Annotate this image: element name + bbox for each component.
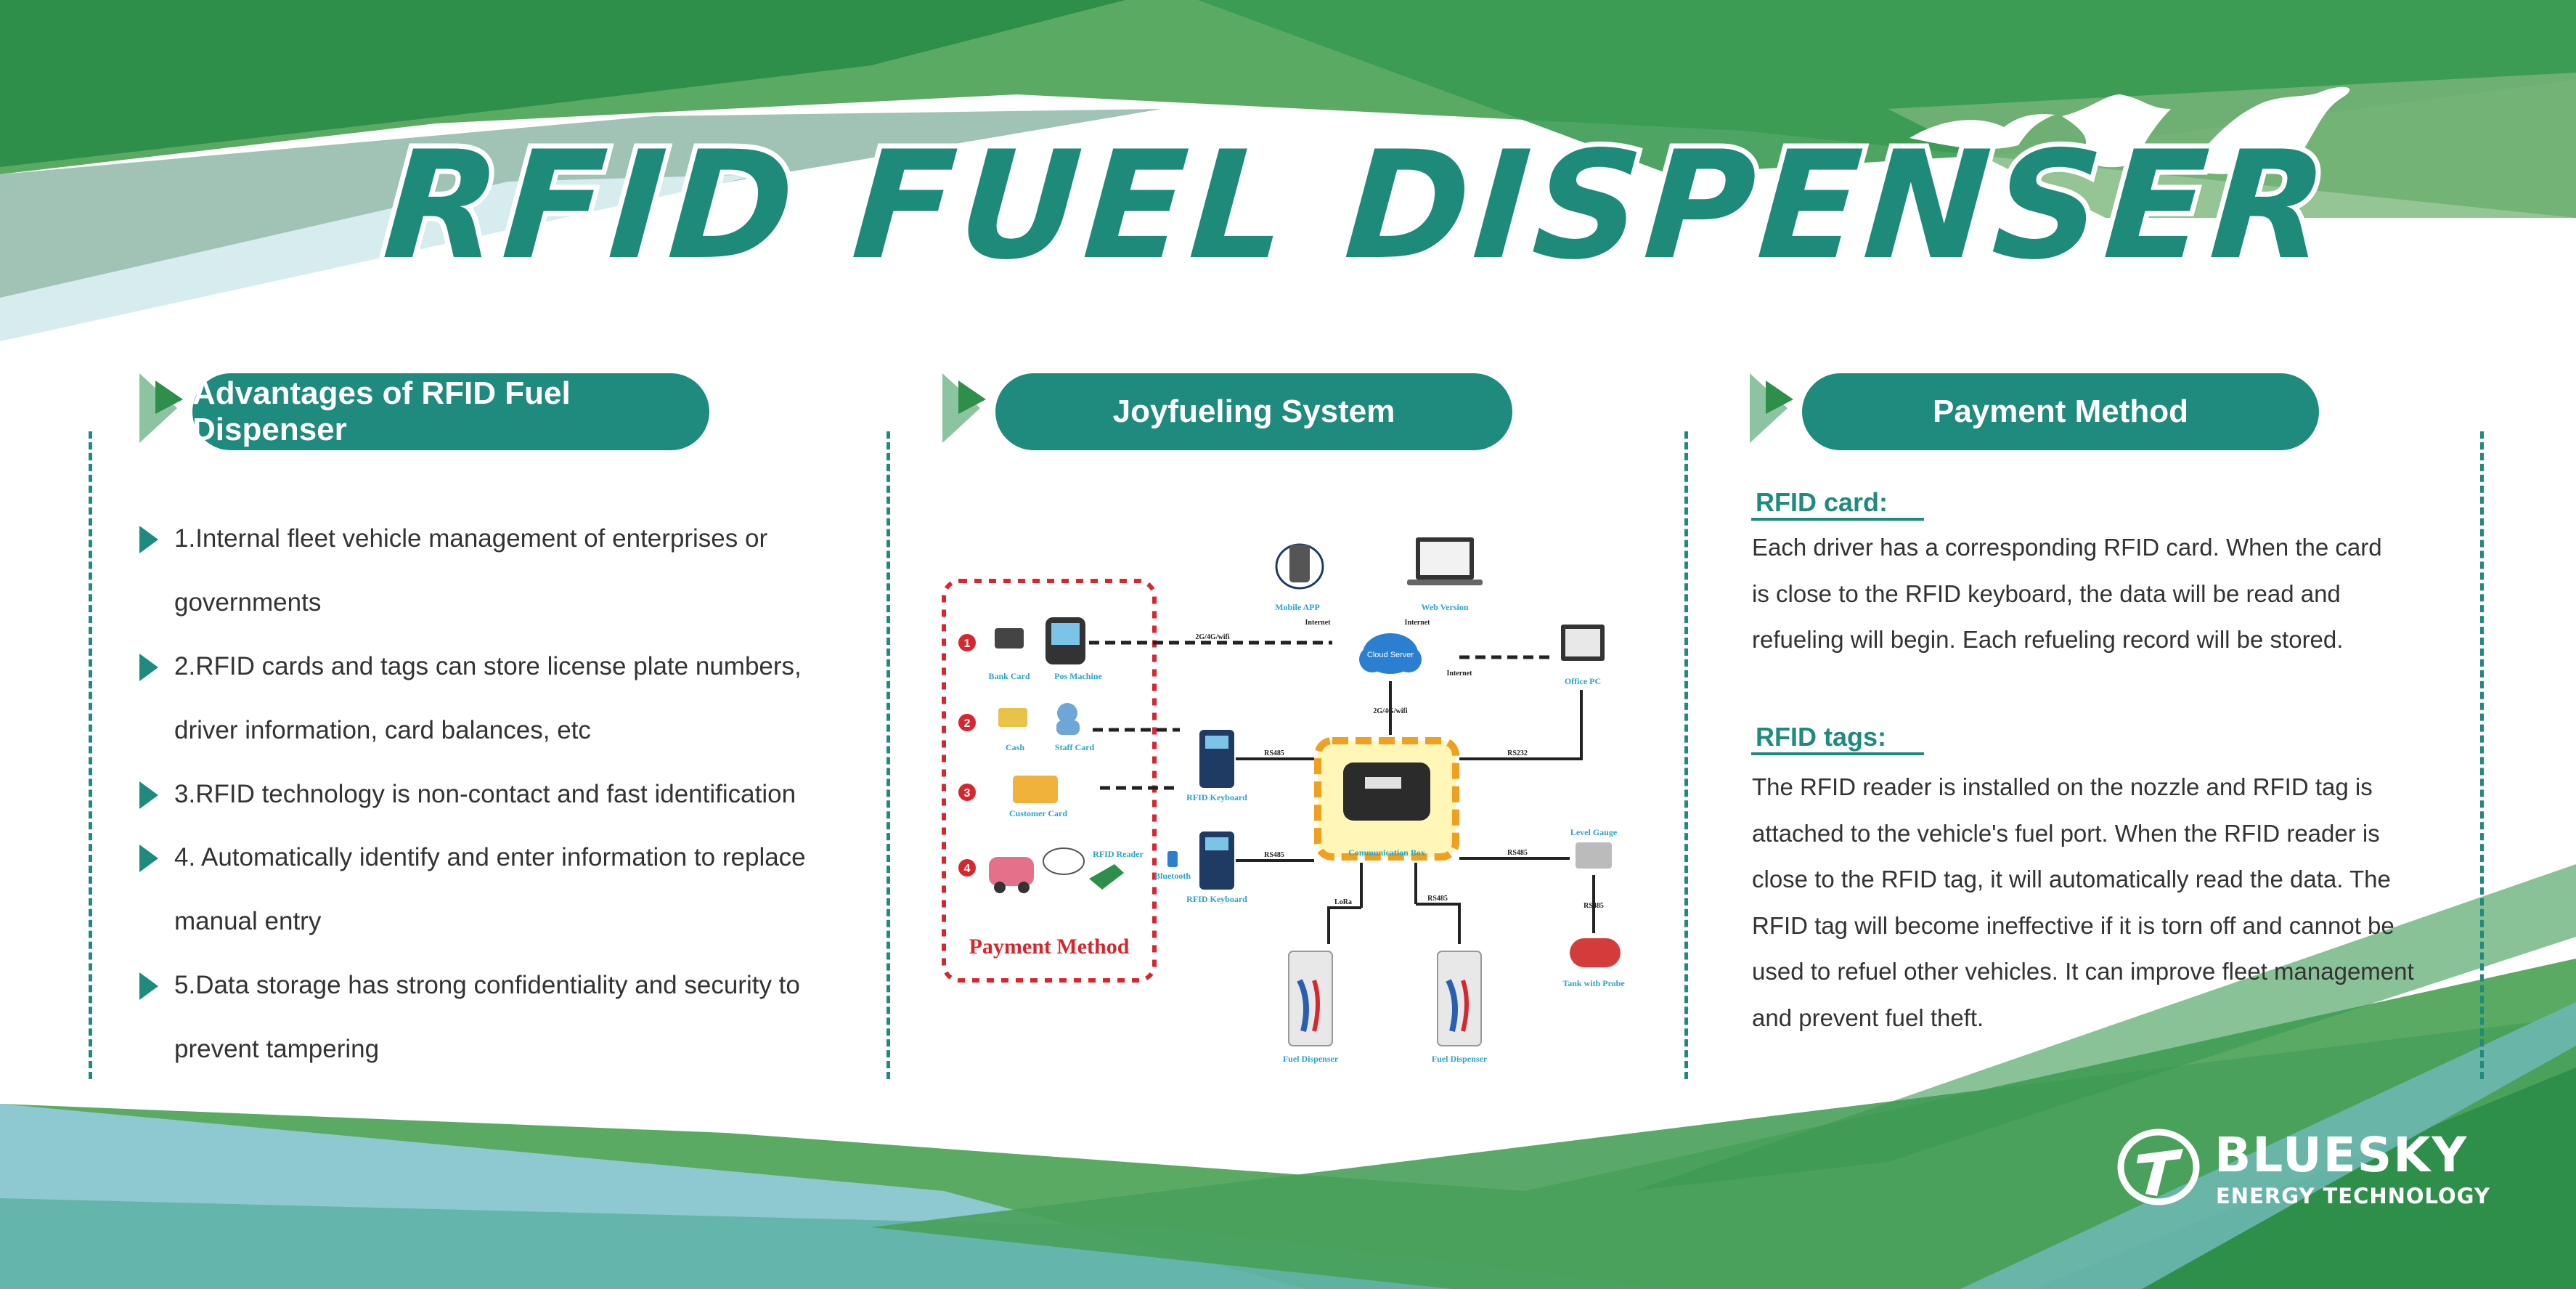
- rfid-tags-title: RFID tags:: [1756, 722, 1886, 752]
- bird-icon-3: [2185, 86, 2350, 174]
- payment-method-box: [942, 579, 1157, 983]
- marker-3: 3: [964, 787, 971, 800]
- tank-label: Tank with Probe: [1562, 978, 1625, 988]
- bullet-arrow-icon: [139, 526, 158, 553]
- rs485-label: RS485: [1264, 749, 1284, 757]
- advantages-heading: Advantages of RFID Fuel Dispenser: [192, 373, 709, 450]
- staff-card-label: Staff Card: [1055, 742, 1095, 752]
- divider: [2480, 431, 2484, 1079]
- internet-label: Internet: [1305, 619, 1332, 627]
- pos-machine-label: Pos Machine: [1054, 671, 1102, 681]
- fuel-dispenser-icon: [1288, 951, 1333, 1046]
- mobile-app-label: Mobile APP: [1275, 602, 1320, 612]
- internet-label: Internet: [1447, 670, 1473, 678]
- bird-icon-1: [1909, 114, 2055, 150]
- rfid-card-underline: [1751, 518, 1924, 521]
- divider: [1684, 431, 1688, 1079]
- page-title: RFID FUEL DISPENSER: [374, 115, 2341, 298]
- staff-card-icon: [1057, 703, 1077, 723]
- rfid-keyboard-label: RFID Keyboard: [1186, 894, 1247, 904]
- rfid-tag-bubble: [1043, 847, 1085, 875]
- internet-label: Internet: [1405, 619, 1431, 627]
- net-label: 2G/4G/wifi: [1373, 707, 1407, 715]
- rfid-tags-underline: [1751, 752, 1924, 755]
- bullet-arrow-icon: [139, 972, 158, 1000]
- arrow-icon: [1750, 373, 1793, 443]
- bluetooth-icon: [1167, 851, 1178, 867]
- bullet-arrow-icon: [139, 654, 158, 681]
- bird-icon-2: [2062, 94, 2171, 168]
- bullet-arrow-icon: [139, 845, 158, 872]
- payment-method-label: Payment Method: [969, 935, 1130, 959]
- rfid-card-title: RFID card:: [1756, 487, 1888, 517]
- advantage-item: 1.Internal fleet vehicle management of e…: [139, 507, 860, 635]
- logo-subtitle: ENERGY TECHNOLOGY: [2216, 1184, 2490, 1208]
- rs485-label: RS485: [1427, 895, 1448, 903]
- marker-4: 4: [964, 863, 971, 875]
- rs232-label: RS232: [1507, 749, 1528, 757]
- marker-1: 1: [964, 638, 971, 650]
- rfid-card-text: Each driver has a corresponding RFID car…: [1752, 534, 2382, 653]
- cash-label: Cash: [1006, 742, 1024, 752]
- rs485-label: RS485: [1583, 902, 1604, 910]
- bank-card-label: Bank Card: [988, 671, 1030, 681]
- advantage-item: 2.RFID cards and tags can store license …: [139, 635, 860, 763]
- communication-box-label: Communication Box: [1348, 847, 1425, 858]
- level-gauge-label: Level Gauge: [1570, 827, 1618, 837]
- divider: [886, 431, 890, 1079]
- bullet-arrow-icon: [139, 781, 158, 809]
- divider: [89, 431, 92, 1079]
- system-heading: Joyfueling System: [995, 373, 1512, 450]
- net-label: 2G/4G/wifi: [1195, 633, 1229, 641]
- communication-box-icon: [1343, 763, 1430, 821]
- level-gauge-icon: [1576, 842, 1612, 869]
- arrow-icon: [942, 373, 986, 443]
- fuel-dispenser-icon: [1437, 951, 1482, 1046]
- office-pc-label: Office PC: [1565, 676, 1601, 686]
- advantage-item: 3.RFID technology is non-contact and fas…: [139, 763, 860, 826]
- fuel-nozzle-icon: [1089, 864, 1124, 890]
- rs485-label: RS485: [1507, 849, 1528, 857]
- fuel-dispenser-label: Fuel Dispenser: [1432, 1054, 1488, 1064]
- arrow-icon: [139, 373, 183, 443]
- customer-card-label: Customer Card: [1009, 808, 1067, 818]
- bluetooth-label: Bluetooth: [1154, 871, 1191, 881]
- rs485-label: RS485: [1264, 851, 1284, 859]
- advantage-item: 4. Automatically identify and enter info…: [139, 826, 860, 953]
- car-icon: [989, 857, 1034, 886]
- cash-icon: [998, 708, 1027, 727]
- logo-name: BLUESKY: [2214, 1127, 2469, 1183]
- web-version-label: Web Version: [1421, 602, 1468, 612]
- rfid-keyboard-label: RFID Keyboard: [1186, 792, 1247, 802]
- joyfueling-system-diagram: 1 2 3 4 Payment Method Bank Card Pos Mac…: [942, 537, 1625, 1064]
- bluesky-logo-icon: [2117, 1129, 2200, 1205]
- lora-label: LoRa: [1334, 898, 1352, 906]
- payment-heading: Payment Method: [1802, 373, 2319, 450]
- cloud-label: Cloud Server: [1367, 651, 1414, 659]
- bank-card-icon: [995, 628, 1024, 648]
- tank-icon: [1570, 938, 1621, 967]
- fuel-dispenser-label: Fuel Dispenser: [1283, 1054, 1339, 1064]
- rfid-tags-text: The RFID reader is installed on the nozz…: [1752, 773, 2414, 1031]
- advantage-item: 5.Data storage has strong confidentialit…: [139, 953, 860, 1081]
- marker-2: 2: [964, 717, 971, 730]
- rfid-reader-label: RFID Reader: [1093, 849, 1144, 859]
- customer-card-icon: [1013, 776, 1058, 803]
